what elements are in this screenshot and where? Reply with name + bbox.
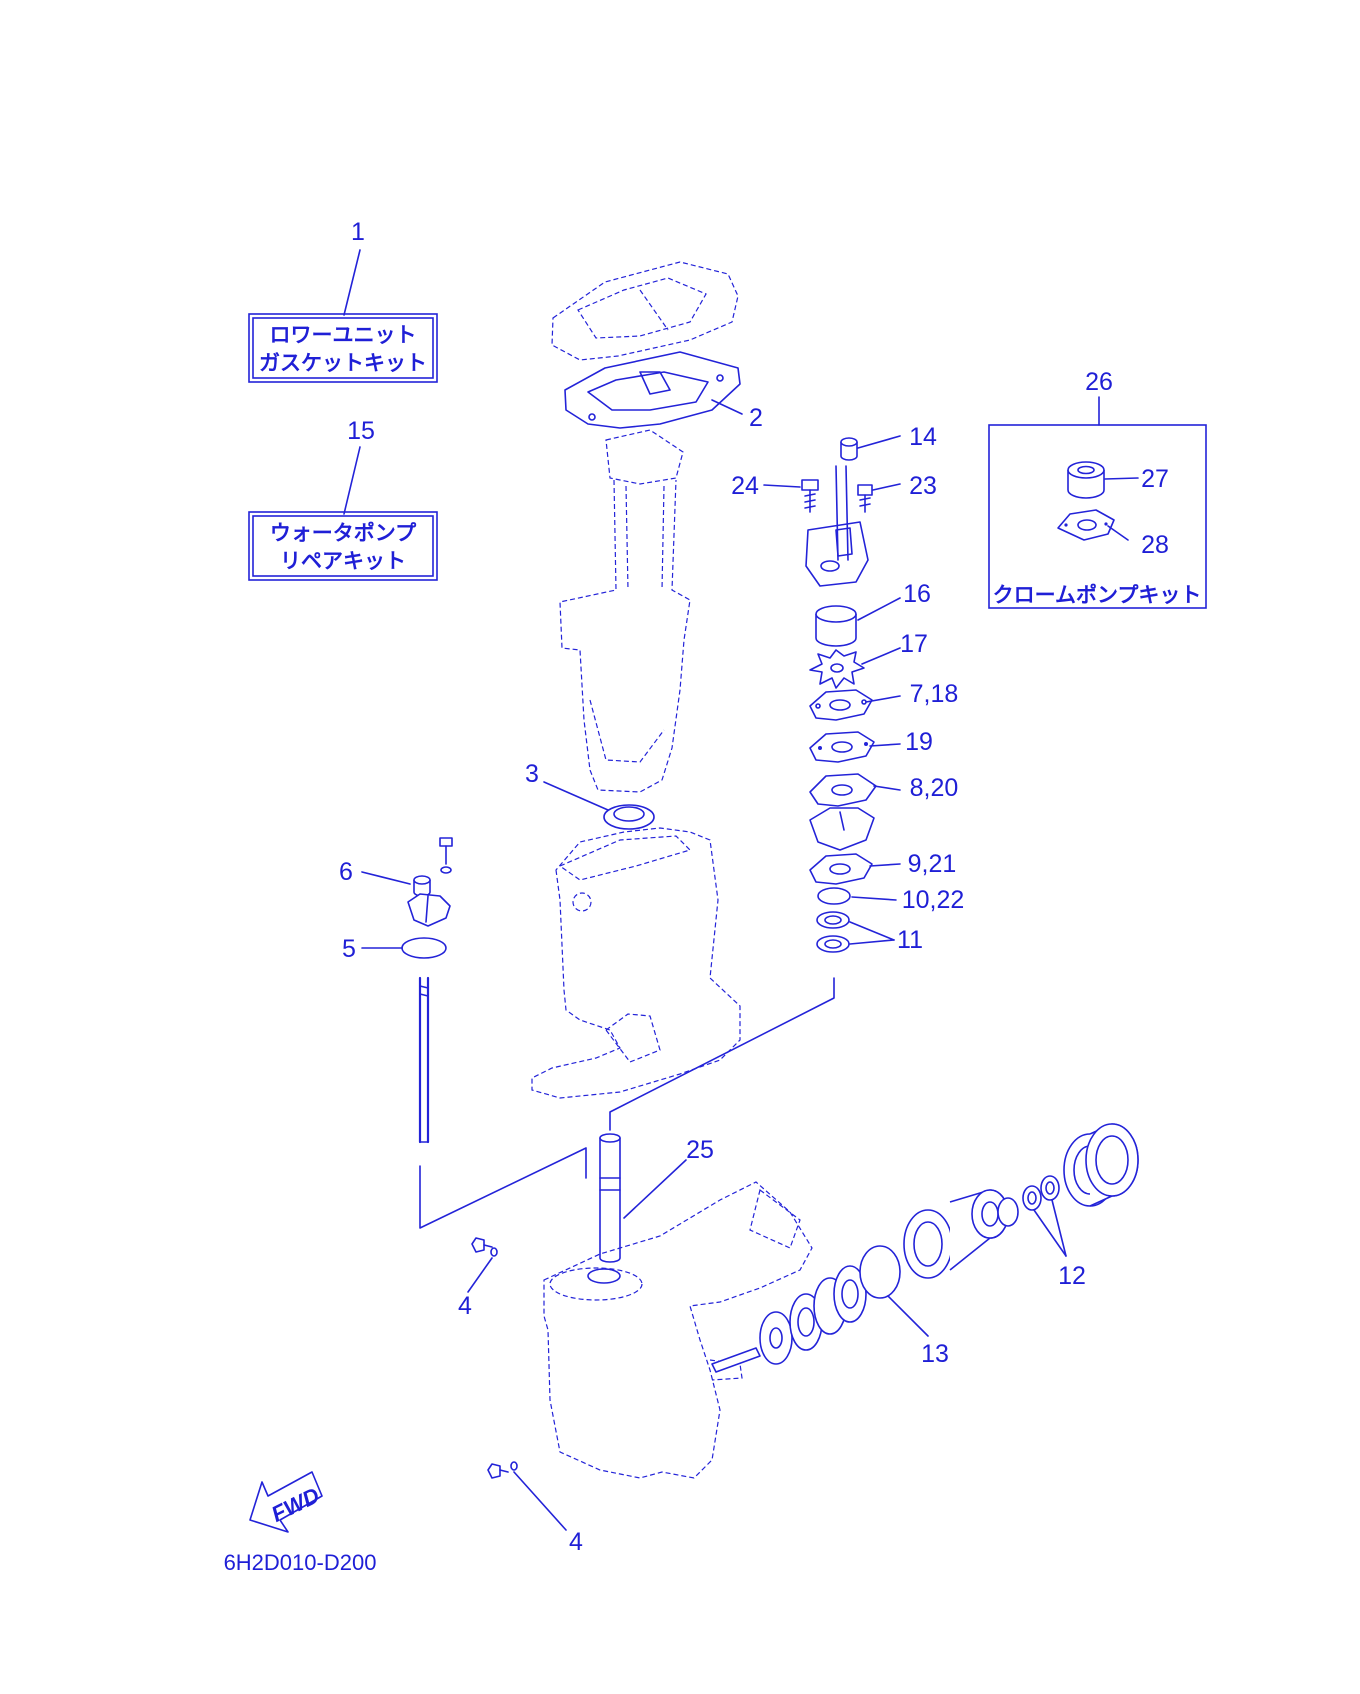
callout-7-18: 7,18 — [910, 680, 959, 708]
bearing-housing — [903, 1189, 1009, 1279]
gasket-kit-label-line1: ロワーユニット — [270, 323, 417, 347]
screw-4-upper — [471, 1237, 498, 1257]
callout-3: 3 — [525, 760, 539, 788]
callout-16: 16 — [903, 580, 931, 608]
leader-4a — [467, 1257, 493, 1293]
callout-11: 11 — [897, 926, 923, 954]
upper-cover — [551, 261, 739, 361]
chrome-sleeve-27 — [1067, 461, 1105, 499]
chrome-plate-28 — [1057, 509, 1115, 541]
leader-12a — [1033, 1209, 1067, 1257]
callout-14: 14 — [909, 423, 937, 451]
drive-shaft-guide-line — [609, 977, 835, 1131]
gasket-7-18 — [809, 689, 873, 721]
fwd-arrow-icon: FWD — [249, 1471, 323, 1533]
shift-rod-parts — [401, 837, 453, 1144]
leader-1 — [343, 249, 361, 316]
leader-19 — [869, 743, 901, 747]
drive-shaft-housing — [559, 429, 691, 793]
callout-15: 15 — [347, 417, 375, 445]
callout-5: 5 — [342, 935, 356, 963]
chrome-pump-kit-label: クロームポンプキット — [993, 583, 1202, 607]
oring-10-22 — [817, 887, 851, 905]
water-pump-kit-label-line1: ウォータポンプ — [270, 521, 417, 545]
leader-11a — [849, 921, 895, 941]
callout-28: 28 — [1141, 531, 1169, 559]
chrome-pump-kit-box — [988, 424, 1207, 609]
cap-housing — [1063, 1123, 1139, 1207]
water-pump-kit-label-line2: リペアキット — [280, 549, 406, 573]
shift-rod-guide-line — [419, 1147, 587, 1229]
seals-12 — [997, 1175, 1060, 1227]
water-pump-kit-group: 15 ウォータポンプ リペアキット — [248, 417, 438, 581]
leader-2 — [711, 399, 743, 415]
callout-27-label: 27 — [1141, 465, 1169, 493]
water-pump-kit-box — [248, 511, 438, 581]
leader-17 — [861, 647, 901, 665]
chrome-pump-kit-group: 26 クロームポンプキット 27 28 — [988, 368, 1207, 609]
leader-27 — [1104, 477, 1139, 480]
gasket-kit-box — [248, 313, 438, 383]
callout-4b: 4 — [569, 1528, 583, 1556]
gasket-kit-label-line2: ガスケットキット — [259, 351, 427, 375]
screw-4-lower — [487, 1461, 518, 1479]
gasket-9-21 — [809, 853, 873, 885]
callout-2: 2 — [749, 404, 763, 432]
callout-24: 24 — [731, 472, 759, 500]
callout-13: 13 — [921, 1340, 949, 1368]
plate-19 — [809, 731, 875, 763]
seals-11 — [816, 911, 850, 953]
callout-19: 19 — [905, 728, 933, 756]
callout-10-22: 10,22 — [902, 886, 965, 914]
callout-4a: 4 — [458, 1292, 472, 1320]
leader-4b — [513, 1471, 567, 1531]
lower-casing — [543, 1181, 813, 1479]
bolt-24 — [801, 479, 819, 513]
leader-28 — [1107, 525, 1129, 541]
callout-9-21: 9,21 — [908, 850, 957, 878]
gasket-kit-group: 1 ロワーユニット ガスケットキット — [248, 218, 438, 383]
pump-housing-assembly — [805, 465, 869, 587]
leader-9-21 — [869, 863, 901, 867]
leader-6 — [361, 871, 411, 885]
seal-3 — [603, 804, 655, 830]
leader-11b — [849, 939, 895, 945]
leader-15 — [343, 446, 361, 515]
gasket-kit-box-inner — [252, 317, 434, 379]
water-pump-kit-box-inner — [252, 515, 434, 577]
leader-7-18 — [865, 695, 901, 703]
propeller-shaft — [711, 1265, 867, 1373]
leader-13 — [887, 1295, 929, 1337]
leader-10-22 — [851, 896, 897, 901]
leader-25 — [623, 1159, 687, 1219]
callout-23: 23 — [909, 472, 937, 500]
callout-1: 1 — [351, 218, 365, 246]
callout-12: 12 — [1058, 1262, 1086, 1290]
leader-14 — [857, 435, 901, 449]
diagram-code: 6H2D010-D200 — [224, 1550, 377, 1575]
leader-12b — [1051, 1199, 1067, 1257]
callout-25: 25 — [686, 1136, 714, 1164]
leader-16 — [857, 597, 901, 621]
leader-23 — [872, 483, 901, 491]
callout-6: 6 — [339, 858, 353, 886]
drive-shaft — [599, 1133, 621, 1263]
gasket-2 — [564, 351, 741, 429]
gasket-8-20 — [809, 773, 877, 807]
leader-8-20 — [873, 785, 901, 791]
outer-plate — [809, 807, 875, 851]
callout-17: 17 — [900, 630, 928, 658]
impeller-17 — [809, 649, 865, 689]
leader-24 — [763, 484, 801, 488]
leader-3 — [543, 781, 609, 811]
callout-26: 26 — [1085, 368, 1113, 396]
callout-8-20: 8,20 — [910, 774, 959, 802]
dowel-14 — [840, 437, 858, 461]
upper-casing — [531, 827, 741, 1099]
insert-16 — [815, 605, 857, 647]
oring-13 — [859, 1245, 901, 1299]
bolt-23 — [857, 484, 873, 513]
